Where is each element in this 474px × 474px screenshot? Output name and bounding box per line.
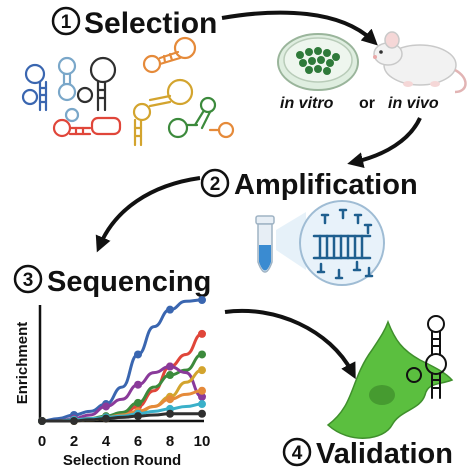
step-2-number-circle: [200, 168, 230, 198]
aptamer-icon: [76, 56, 117, 112]
step-3-header: 3 Sequencing: [13, 264, 211, 298]
or-label: or: [359, 95, 375, 112]
series-point: [198, 386, 206, 395]
aptamer-icon: [167, 96, 217, 139]
series-point: [134, 398, 142, 407]
series-point: [134, 412, 142, 421]
step-2-header: 2 Amplification: [200, 168, 418, 201]
series-point: [198, 350, 206, 359]
step-3-title: Sequencing: [47, 266, 211, 298]
in-vitro-label: in vitro: [280, 95, 334, 112]
arrow-icon: [95, 176, 201, 253]
chart-series: [38, 296, 206, 425]
series-point: [198, 392, 206, 401]
x-tick-label: 6: [134, 433, 142, 450]
step-4-number-circle: [282, 437, 312, 467]
series-point: [166, 305, 174, 314]
series-point: [134, 380, 142, 389]
step-1-number-circle: [51, 6, 81, 36]
aptamer-icon: [208, 121, 235, 139]
series-point: [198, 329, 206, 338]
series-point: [38, 417, 46, 425]
step-1-number: 1: [61, 12, 72, 33]
petri-dish-icon: [277, 33, 359, 91]
aptamer-icon: [52, 116, 122, 138]
mouse-icon: [373, 31, 467, 94]
x-tick-label: 8: [166, 433, 174, 450]
series-point: [102, 414, 110, 423]
series-point: [166, 362, 174, 371]
series-7: [38, 409, 206, 425]
series-point: [198, 400, 206, 409]
aptamer-icon: [132, 78, 194, 147]
x-tick-label: 0: [38, 433, 46, 450]
series-point: [166, 371, 174, 380]
series-line: [41, 412, 202, 423]
step-4-number: 4: [292, 443, 303, 464]
x-tick-labels: 0 2 4 6 8 10: [38, 433, 211, 450]
aptamer-icon: [57, 56, 80, 123]
y-axis-label: Enrichment: [14, 322, 31, 405]
x-tick-label: 10: [194, 433, 211, 450]
series-point: [134, 350, 142, 359]
enrichment-chart: Enrichment 0 2 4 6 8 10 Selection Round: [14, 296, 210, 469]
series-point: [198, 296, 206, 304]
aptamer-icon: [142, 36, 197, 74]
x-axis-label: Selection Round: [63, 452, 181, 469]
aptamer-pool: [21, 36, 235, 147]
series-1: [38, 329, 206, 425]
dna-magnifier-icon: [299, 200, 385, 286]
in-vivo-label: in vivo: [388, 95, 439, 112]
series-point: [166, 409, 174, 418]
aptamer-icon: [406, 315, 447, 399]
series-point: [198, 409, 206, 418]
series-point: [198, 366, 206, 375]
series-line: [41, 298, 203, 423]
cell-icon: [326, 319, 454, 439]
series-point: [166, 395, 174, 404]
step-3-number: 3: [23, 270, 34, 291]
step-1-header: 1 Selection: [51, 6, 217, 40]
step-4-header: 4 Validation: [282, 437, 453, 470]
step-2-number: 2: [210, 174, 221, 195]
magnifier-beam: [276, 212, 306, 270]
step-1-title: Selection: [84, 7, 217, 40]
arrow-icon: [347, 117, 422, 168]
step-3-number-circle: [13, 264, 43, 294]
series-point: [70, 417, 78, 425]
x-tick-label: 4: [102, 433, 111, 450]
tube-icon: [255, 215, 275, 273]
arrow-icon: [224, 308, 356, 380]
aptamer-icon: [21, 63, 48, 112]
step-2-title: Amplification: [234, 169, 418, 201]
step-4-title: Validation: [316, 438, 453, 470]
series-point: [102, 402, 110, 411]
x-tick-label: 2: [70, 433, 78, 450]
arrow-icon: [221, 10, 378, 46]
